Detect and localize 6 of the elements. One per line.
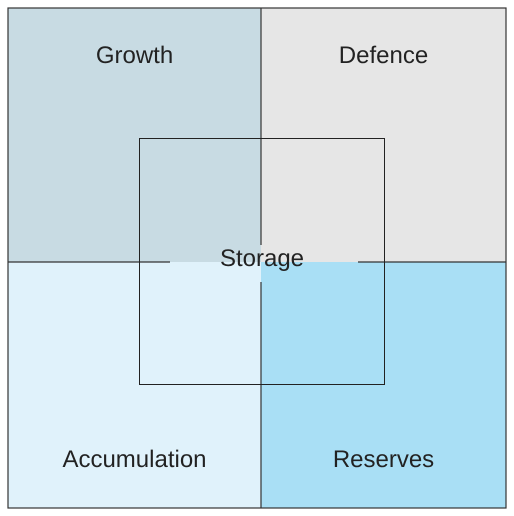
quadrant-label: Defence — [338, 41, 428, 70]
inner-square — [139, 138, 385, 385]
quadrant-label: Growth — [96, 41, 174, 70]
center-label: Storage — [220, 244, 304, 272]
quadrant-label: Reserves — [332, 446, 434, 475]
quadrant-label: Accumulation — [62, 446, 207, 475]
